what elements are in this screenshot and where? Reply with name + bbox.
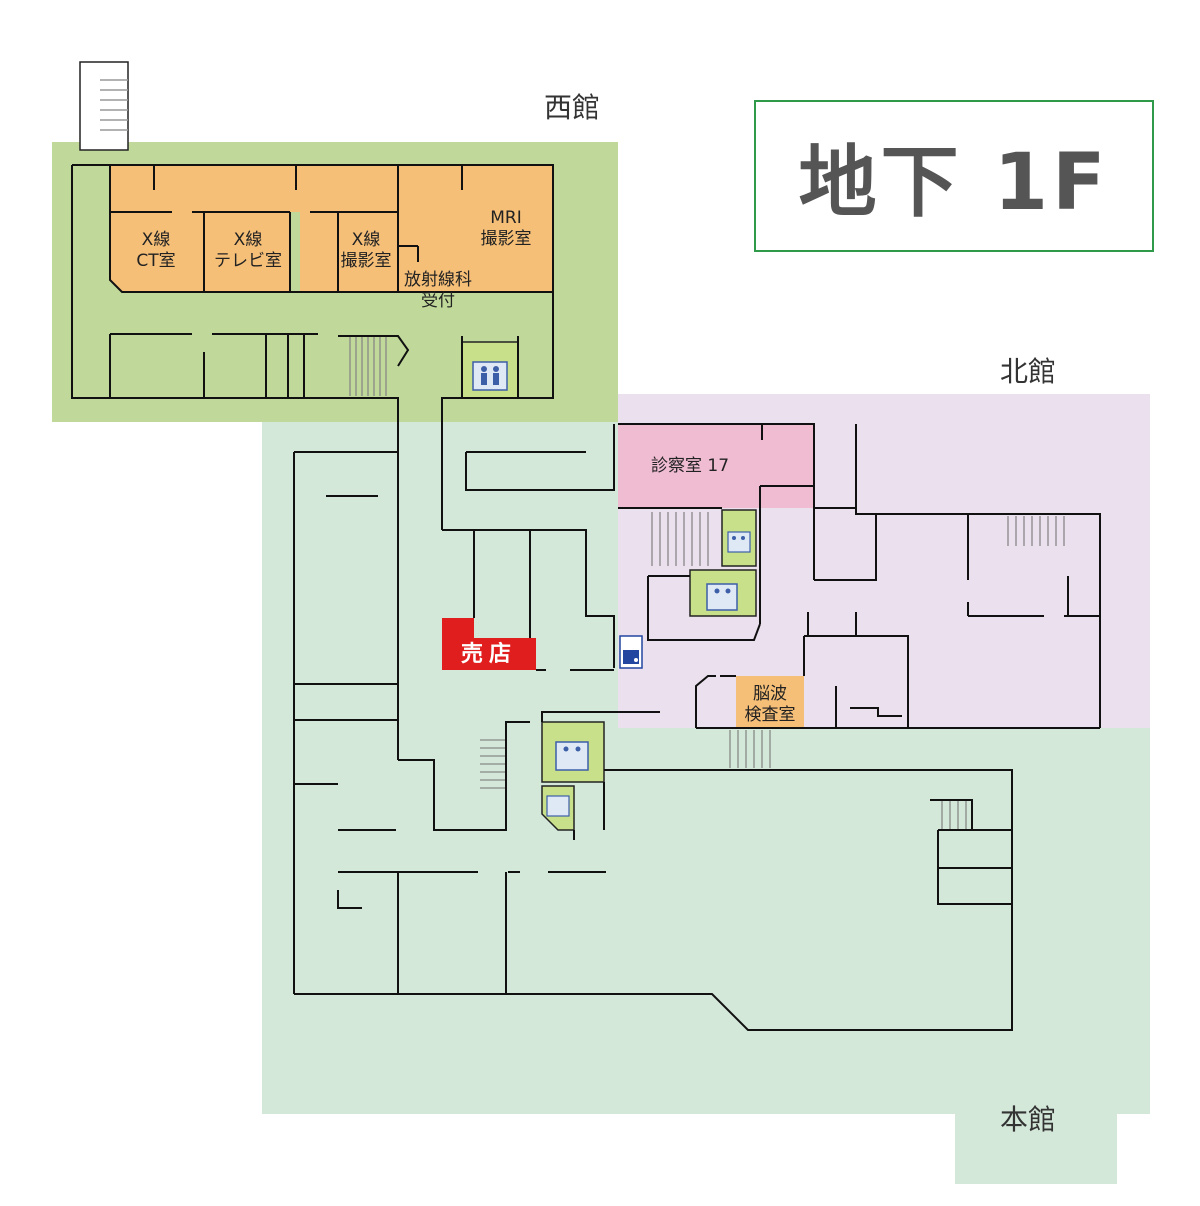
elevator-icon xyxy=(689,569,757,617)
room-xray-ct: X線 CT室 xyxy=(136,230,176,271)
radiology-area xyxy=(110,165,553,292)
walls xyxy=(71,164,1101,1031)
stairs-icon xyxy=(349,336,1065,830)
elevator-icon xyxy=(541,721,605,783)
room-exam-17: 診察室 17 xyxy=(650,456,730,476)
elevator-icon xyxy=(721,509,757,567)
floor-label-box: 地下 1F xyxy=(754,100,1154,252)
room-eeg: 脳波 検査室 xyxy=(744,684,796,725)
elevator-icon xyxy=(541,785,575,831)
wing-label-west: 西館 xyxy=(544,91,601,124)
wing-label-north: 北館 xyxy=(1000,355,1057,388)
room-eeg-bg xyxy=(736,676,804,728)
room-exam17-bg xyxy=(618,424,814,508)
elevator-icon xyxy=(461,341,519,399)
shop-bg xyxy=(442,618,536,670)
shop-label: 売店 xyxy=(460,642,517,667)
stairs-icon xyxy=(79,61,129,151)
zone-main-annex xyxy=(955,1114,1117,1184)
atm-icon xyxy=(619,635,643,669)
room-xray: X線 撮影室 xyxy=(340,230,392,271)
radiology-reception: 放射線科 受付 xyxy=(404,270,472,311)
room-mri: MRI 撮影室 xyxy=(480,208,532,249)
wing-label-main: 本館 xyxy=(1000,1103,1057,1136)
floor-label: 地下 1F xyxy=(798,138,1110,228)
room-xray-tv: X線 テレビ室 xyxy=(214,230,282,271)
